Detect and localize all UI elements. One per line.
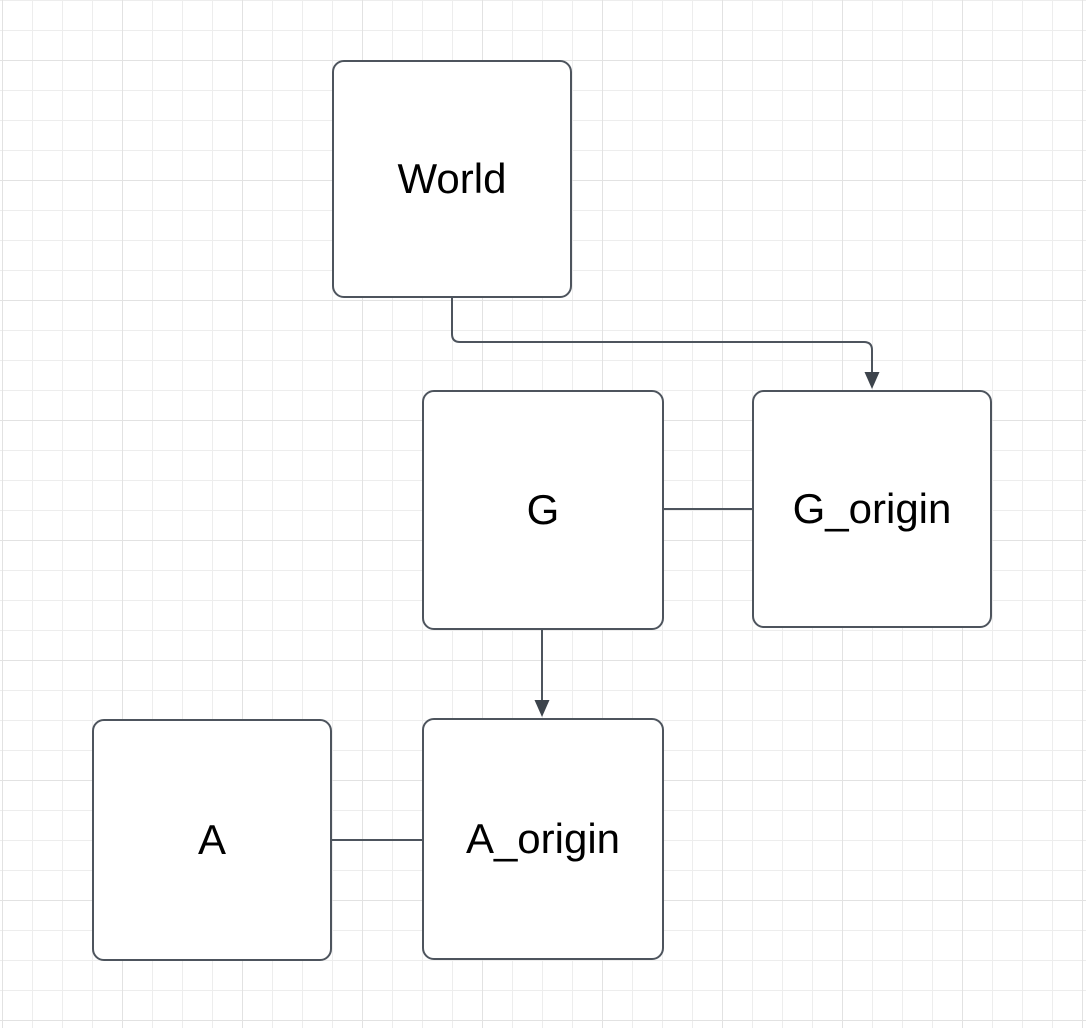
edge-path (451, 298, 873, 372)
arrowhead-icon (534, 700, 550, 717)
node-label: A (197, 816, 226, 863)
node-a[interactable]: A (92, 719, 332, 961)
node-label: G_origin (792, 485, 952, 532)
arrowhead-icon (864, 372, 880, 389)
node-a-origin[interactable]: A_origin (422, 718, 664, 960)
node-g[interactable]: G (422, 390, 664, 630)
edge-g-to-a-origin[interactable] (534, 630, 550, 717)
node-world[interactable]: World (332, 60, 572, 298)
node-label: A_origin (465, 815, 621, 862)
node-label: World (397, 155, 507, 202)
node-g-origin[interactable]: G_origin (752, 390, 992, 628)
node-label: G (526, 486, 560, 533)
edge-world-to-g-origin[interactable] (451, 298, 880, 389)
